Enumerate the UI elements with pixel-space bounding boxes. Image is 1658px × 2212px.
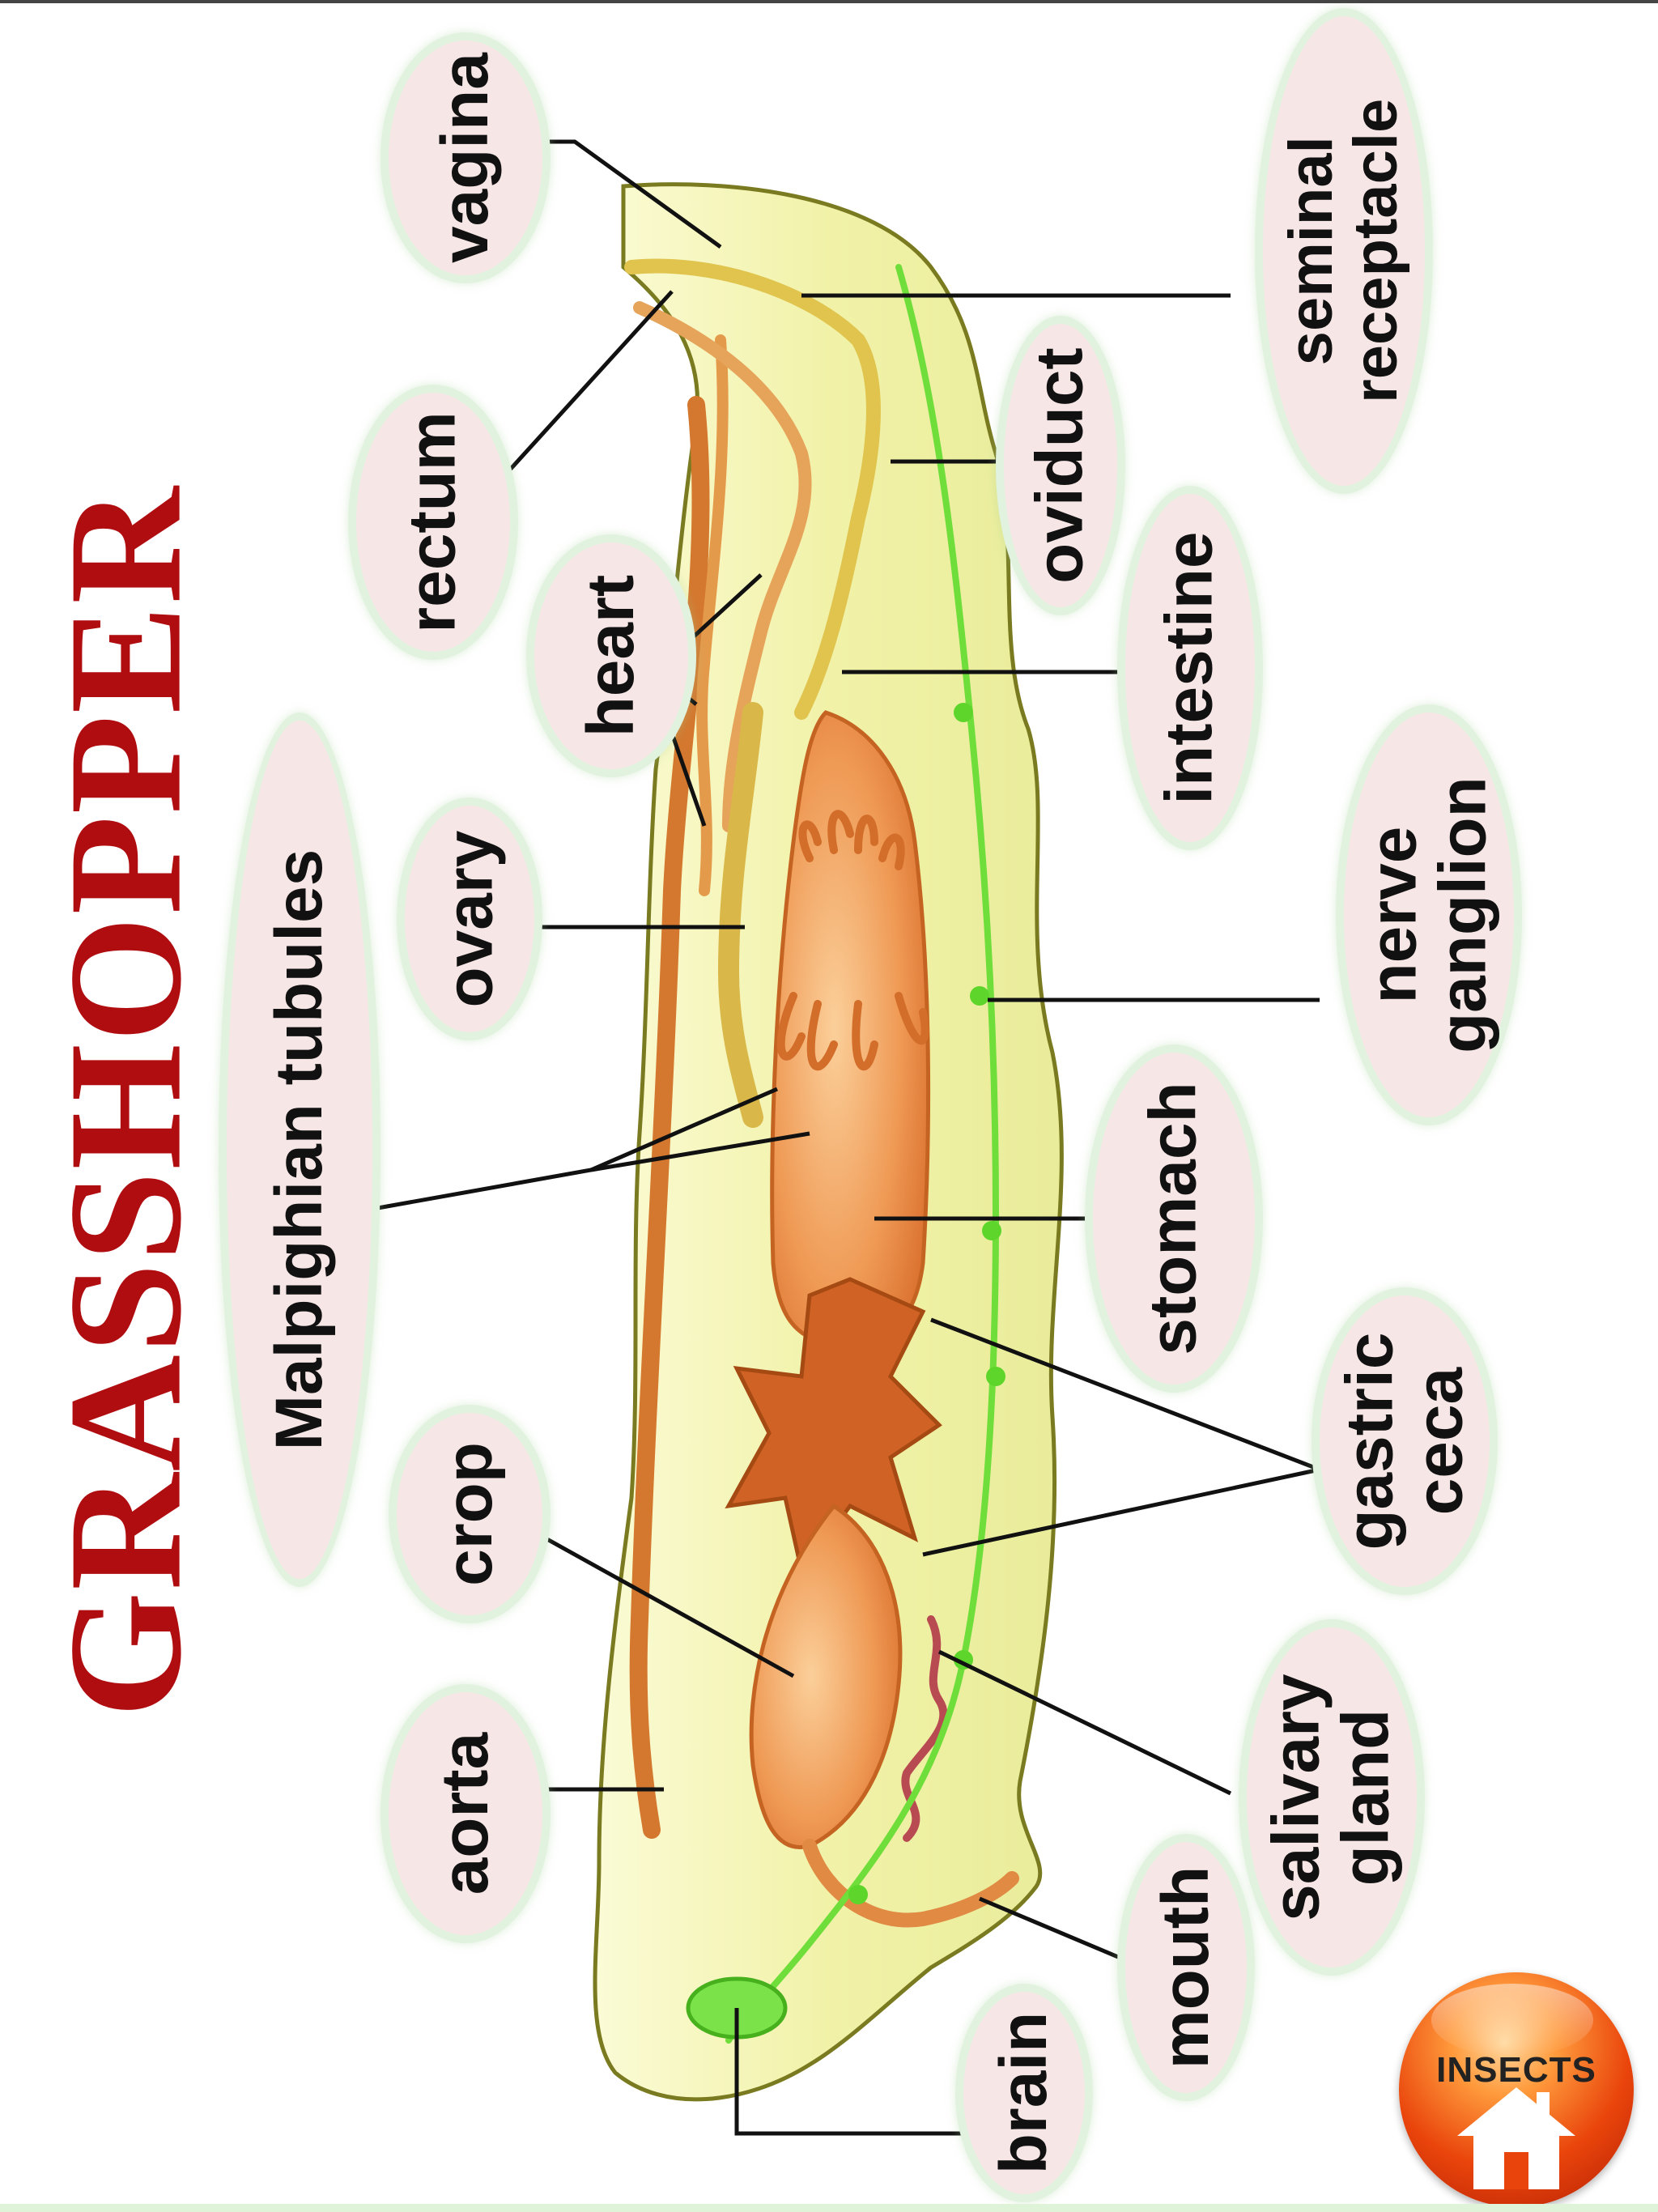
label-gastric-ceca-text: gastric ceca	[1332, 1332, 1476, 1551]
label-salivary-gland-bg	[1239, 1619, 1425, 1976]
label-rectum-text: rectum	[395, 411, 470, 633]
label-nerve-ganglion-bg	[1336, 704, 1522, 1125]
label-rectum-bg	[348, 385, 518, 660]
label-heart-text: heart	[573, 574, 648, 738]
label-malpighian-tubules-text: Malpighian tubules	[261, 849, 336, 1451]
label-heart-bg	[526, 534, 696, 777]
label-seminal-receptacle-text: seminal receptacle	[1277, 98, 1410, 404]
label-crop: crop	[389, 1405, 551, 1623]
home-icon	[1457, 2087, 1575, 2189]
label-ovary: ovary	[397, 798, 542, 1040]
label-salivary-gland-text: salivary gland	[1259, 1674, 1403, 1921]
esophagus	[802, 1839, 1019, 1928]
label-nerve-ganglion: nerve ganglion	[1336, 704, 1522, 1125]
home-button-shine	[1431, 1984, 1593, 2057]
label-malpighian-tubules: Malpighian tubules	[219, 713, 380, 1587]
label-oviduct-text: oviduct	[1022, 347, 1097, 584]
label-intestine-text: intestine	[1152, 531, 1226, 805]
label-stomach-text: stomach	[1136, 1082, 1210, 1355]
label-heart: heart	[526, 534, 696, 777]
label-ovary-bg	[397, 798, 542, 1040]
label-aorta-bg	[380, 1684, 551, 1943]
ovary-ribbon	[717, 702, 763, 1128]
rectum-ribbon	[633, 301, 812, 832]
label-aorta: aorta	[380, 1684, 551, 1943]
label-rectum: rectum	[348, 385, 518, 660]
label-malpighian-tubules-bg	[219, 713, 380, 1587]
label-mouth-bg	[1117, 1834, 1255, 2101]
home-button-label: INSECTS	[1436, 2050, 1596, 2090]
label-intestine: intestine	[1117, 486, 1263, 850]
label-seminal-receptacle: seminal receptacle	[1255, 8, 1433, 494]
label-crop-text: crop	[432, 1442, 506, 1586]
label-mouth: mouth	[1117, 1834, 1255, 2101]
label-intestine-bg	[1117, 486, 1263, 850]
heart-vessel	[696, 334, 729, 896]
label-gastric-ceca: gastric ceca	[1312, 1287, 1498, 1595]
label-oviduct: oviduct	[996, 316, 1125, 615]
label-seminal-receptacle-bg	[1255, 8, 1433, 494]
malpighian-tubules	[776, 810, 929, 1071]
bottom-rule	[0, 2204, 1658, 2212]
label-nerve-ganglion-text: nerve ganglion	[1356, 776, 1500, 1053]
label-aorta-text: aorta	[427, 1732, 502, 1895]
label-brain: brain	[955, 1984, 1093, 2202]
label-gastric-ceca-bg	[1312, 1287, 1498, 1595]
label-vagina-bg	[380, 32, 551, 283]
label-vagina: vagina	[380, 32, 551, 283]
top-rule	[0, 0, 1658, 3]
label-crop-bg	[389, 1405, 551, 1623]
insects-home-button[interactable]: INSECTS	[1399, 1972, 1634, 2207]
label-brain-text: brain	[986, 2011, 1061, 2175]
oviduct-ribbon	[624, 258, 881, 720]
label-stomach-bg	[1085, 1044, 1263, 1393]
label-vagina-text: vagina	[427, 53, 502, 263]
label-salivary-gland: salivary gland	[1239, 1619, 1425, 1976]
label-mouth-text: mouth	[1148, 1865, 1222, 2069]
label-oviduct-bg	[996, 316, 1125, 615]
label-stomach: stomach	[1085, 1044, 1263, 1393]
ventral-nerve-cord	[725, 264, 1000, 2044]
label-ovary-text: ovary	[432, 830, 506, 1008]
label-brain-bg	[955, 1984, 1093, 2202]
